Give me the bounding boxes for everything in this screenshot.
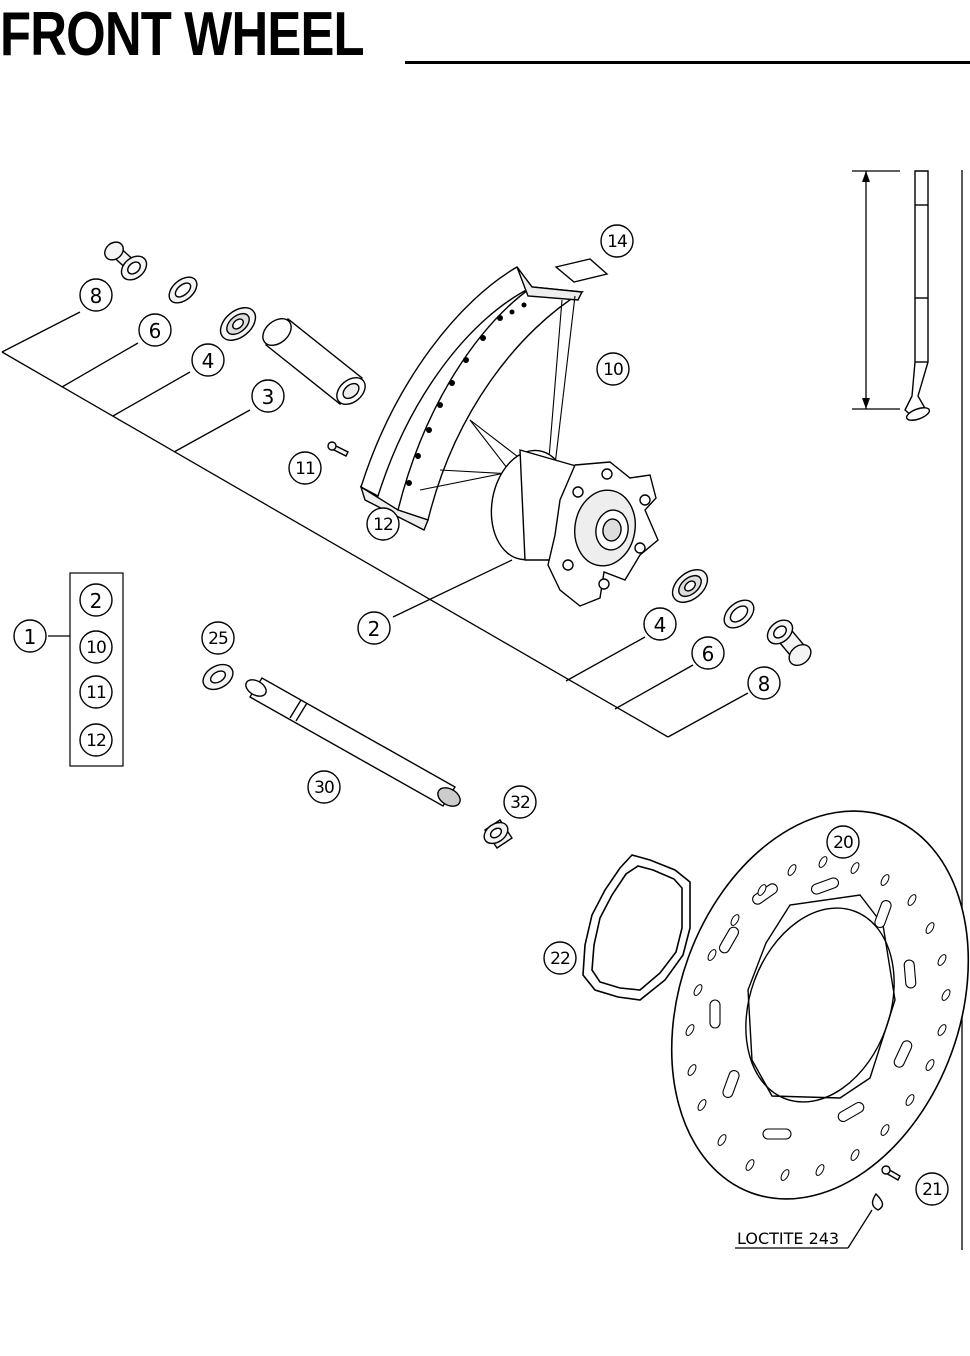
callout-4-upper: 4 — [202, 349, 215, 373]
callout-25: 25 — [208, 629, 228, 649]
set-item-2: 2 — [90, 589, 103, 613]
set-group-box — [69, 572, 124, 767]
axle-part — [245, 677, 461, 807]
callout-6-lower: 6 — [702, 642, 715, 666]
seal-lower-part — [723, 599, 755, 629]
disc-screw-part — [881, 1165, 901, 1181]
callout-12: 12 — [373, 515, 393, 535]
callout-2: 2 — [368, 617, 381, 641]
callout-10: 10 — [603, 360, 623, 380]
nipple-part — [327, 441, 349, 457]
callout-4-lower: 4 — [654, 613, 667, 637]
bearing-upper-part — [219, 307, 257, 341]
spoke-icon — [904, 170, 931, 421]
set-item-11: 11 — [86, 683, 106, 703]
axle-nut-part — [202, 663, 234, 691]
label-part — [554, 258, 609, 283]
set-item-10: 10 — [86, 638, 106, 658]
page-title: FRONT WHEEL — [0, 0, 365, 69]
rim-part — [359, 266, 585, 531]
callout-14: 14 — [607, 232, 627, 252]
brake-disc-part — [670, 810, 970, 1200]
gasket-part — [582, 854, 691, 1001]
callout-1: 1 — [24, 625, 37, 649]
leader-lines — [1, 170, 963, 1250]
spacer-lower-part — [766, 619, 812, 667]
hub-part — [490, 449, 659, 607]
callout-8-lower: 8 — [758, 672, 771, 696]
title-rule — [405, 61, 970, 64]
dimension-arrows — [862, 171, 870, 409]
loctite-note: LOCTITE 243 — [737, 1229, 839, 1248]
set-item-12: 12 — [86, 731, 106, 751]
bearing-lower-part — [671, 569, 709, 603]
callout-32: 32 — [510, 793, 530, 813]
spacer-upper-part — [104, 241, 148, 281]
callout-22: 22 — [550, 949, 570, 969]
callout-30: 30 — [314, 778, 334, 798]
callout-11: 11 — [295, 459, 315, 479]
axle-screw-part — [483, 819, 513, 849]
callout-20: 20 — [833, 833, 853, 853]
callout-8-upper: 8 — [90, 284, 103, 308]
callout-21: 21 — [922, 1180, 942, 1200]
loctite-drop-part — [871, 1192, 884, 1211]
callout-6-upper: 6 — [149, 319, 162, 343]
seal-upper-part — [168, 276, 198, 304]
callout-3: 3 — [262, 385, 275, 409]
distance-tube-part — [262, 318, 366, 405]
